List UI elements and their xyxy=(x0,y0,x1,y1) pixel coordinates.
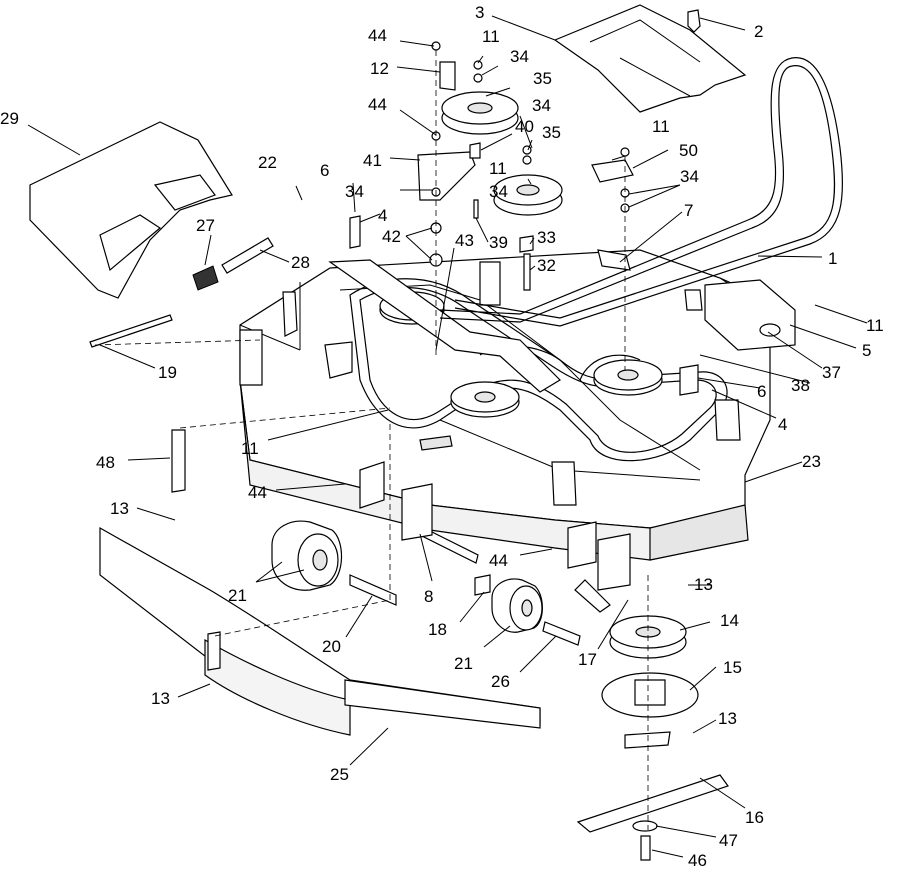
callout-34: 34 xyxy=(510,47,529,66)
callout-16: 16 xyxy=(745,808,764,827)
callout-35: 35 xyxy=(533,69,552,88)
idler-arm-on-deck xyxy=(328,259,561,393)
callout-44: 44 xyxy=(368,95,387,114)
callout-32: 32 xyxy=(537,256,556,275)
callout-22: 22 xyxy=(258,153,277,172)
callout-38: 38 xyxy=(791,376,810,395)
chute-spring-and-rod xyxy=(192,237,274,291)
callout-7: 7 xyxy=(684,201,693,220)
mount-bracket xyxy=(704,279,796,351)
bracket-bolts xyxy=(349,215,699,396)
callout-6: 6 xyxy=(320,161,329,180)
callout-11: 11 xyxy=(241,439,259,458)
mid-brackets xyxy=(359,461,631,591)
callout-20: 20 xyxy=(322,637,341,656)
right-bracket-stack xyxy=(591,147,634,271)
baffle xyxy=(99,526,541,736)
callout-46: 46 xyxy=(688,851,707,870)
callout-35: 35 xyxy=(542,123,561,142)
callout-labels: 1 2 3 4 4 5 6 6 7 8 11 11 11 11 11 12 13… xyxy=(0,3,884,870)
callout-13: 13 xyxy=(694,575,713,594)
blade-bolt xyxy=(640,835,651,861)
callout-23: 23 xyxy=(802,452,821,471)
knob xyxy=(687,9,701,33)
assembly-guide-lines xyxy=(94,50,649,830)
idler-pulley-upper xyxy=(441,91,519,135)
deck-brackets xyxy=(239,261,741,506)
callout-11: 11 xyxy=(489,159,507,178)
callout-34: 34 xyxy=(489,182,508,201)
callout-14: 14 xyxy=(720,611,739,630)
callout-33: 33 xyxy=(537,228,556,247)
rod xyxy=(89,314,173,348)
drive-belt xyxy=(439,57,844,327)
anti-scalp-roller-right xyxy=(474,574,611,646)
callout-26: 26 xyxy=(491,672,510,691)
anti-scalp-roller-left xyxy=(271,520,343,591)
callout-34: 34 xyxy=(680,167,699,186)
axle-left xyxy=(349,574,397,606)
callout-5: 5 xyxy=(862,341,871,360)
callout-17: 17 xyxy=(578,650,597,669)
spindle-housing xyxy=(601,672,699,749)
discharge-chute xyxy=(29,121,233,299)
leader-lines xyxy=(27,15,868,858)
callout-4: 4 xyxy=(778,415,787,434)
callout-21: 21 xyxy=(228,586,247,605)
callout-41: 41 xyxy=(363,151,382,170)
callout-43: 43 xyxy=(455,231,474,250)
callout-13: 13 xyxy=(151,689,170,708)
cutting-blade xyxy=(576,774,729,833)
callout-29: 29 xyxy=(0,109,19,128)
callout-42: 42 xyxy=(382,227,401,246)
callout-11: 11 xyxy=(866,316,884,335)
callout-28: 28 xyxy=(291,253,310,272)
callout-21: 21 xyxy=(454,654,473,673)
callout-3: 3 xyxy=(475,3,484,22)
bracket-48 xyxy=(171,429,186,493)
callout-11: 11 xyxy=(652,117,670,136)
callout-34: 34 xyxy=(345,182,364,201)
callout-2: 2 xyxy=(754,22,763,41)
callout-8: 8 xyxy=(424,587,433,606)
callout-13: 13 xyxy=(718,709,737,728)
idler-bracket xyxy=(439,61,456,91)
callout-34: 34 xyxy=(532,96,551,115)
callout-11: 11 xyxy=(482,27,500,46)
blade-washer xyxy=(632,820,658,832)
callout-12: 12 xyxy=(370,59,389,78)
callout-27: 27 xyxy=(196,216,215,235)
callout-48: 48 xyxy=(96,453,115,472)
callout-25: 25 xyxy=(330,765,349,784)
callout-50: 50 xyxy=(679,141,698,160)
callout-4: 4 xyxy=(378,206,387,225)
callout-44: 44 xyxy=(489,551,508,570)
callout-39: 39 xyxy=(489,233,508,252)
callout-15: 15 xyxy=(723,658,742,677)
callout-47: 47 xyxy=(719,831,738,850)
callout-40: 40 xyxy=(515,117,534,136)
idler-arm xyxy=(417,151,476,201)
callout-19: 19 xyxy=(158,363,177,382)
callout-44: 44 xyxy=(248,483,267,502)
callout-18: 18 xyxy=(428,620,447,639)
callout-37: 37 xyxy=(822,363,841,382)
callout-13: 13 xyxy=(110,499,129,518)
belt-cover-right xyxy=(553,4,747,113)
callout-1: 1 xyxy=(828,249,837,268)
idler-pulley-lower xyxy=(493,174,563,216)
callout-44: 44 xyxy=(368,26,387,45)
callout-6: 6 xyxy=(757,382,766,401)
